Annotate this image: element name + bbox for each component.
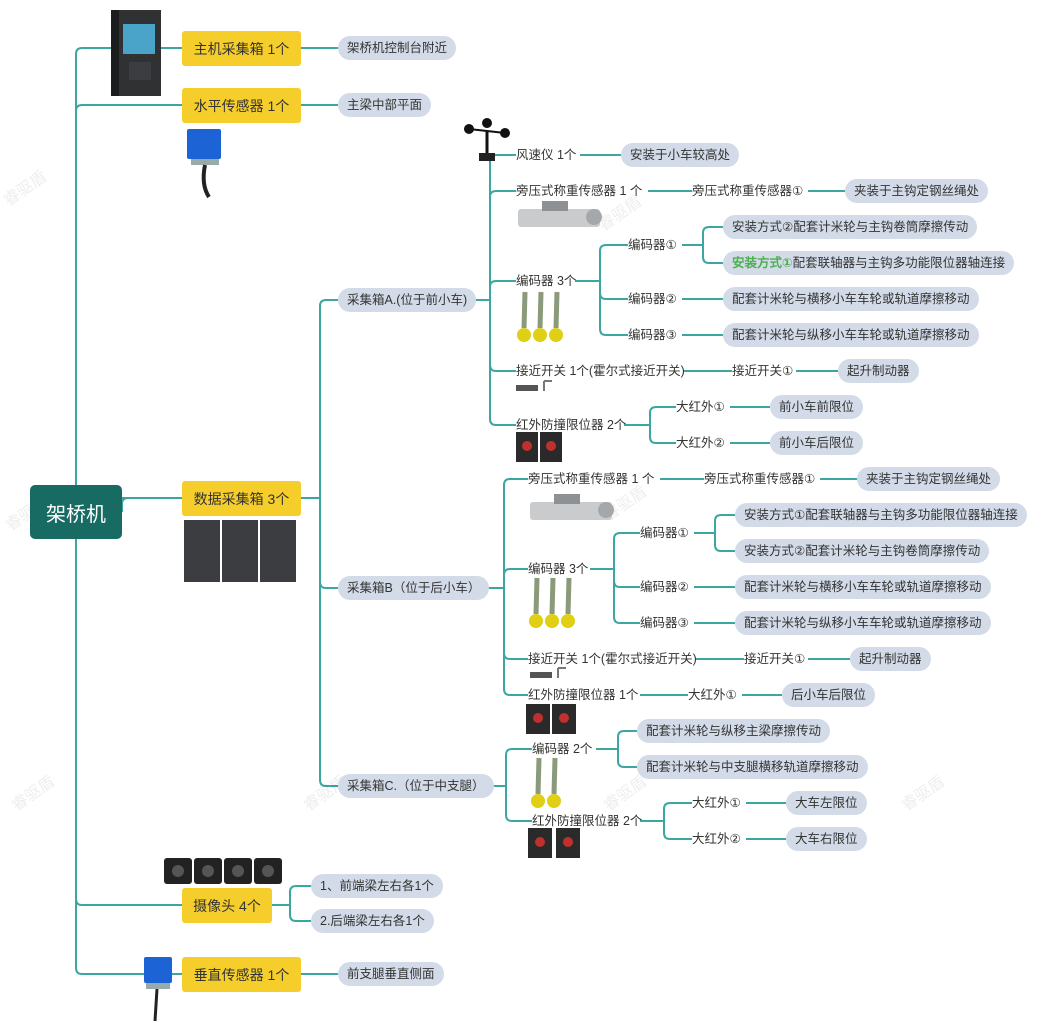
connector bbox=[640, 802, 692, 840]
encoder-2-note: 配套计米轮与横移小车车轮或轨道摩擦移动 bbox=[723, 287, 979, 311]
weigh-sensor-note: 夹装于主钩定钢丝绳处 bbox=[845, 179, 989, 203]
camera-box: 摄像头 4个 bbox=[182, 888, 272, 923]
encoder-1-option-2: 安装方式②配套计米轮与主钩卷筒摩擦传动 bbox=[735, 539, 990, 563]
encoder-group-label: 编码器 2个 bbox=[532, 742, 593, 756]
proximity-switch-sub: 接近开关① bbox=[744, 652, 806, 666]
infrared-limiter-image bbox=[516, 432, 562, 462]
vertical-sensor-image bbox=[144, 957, 172, 1022]
weigh-sensor-image bbox=[530, 494, 614, 520]
encoder-3-note: 配套计米轮与纵移小车车轮或轨道摩擦移动 bbox=[723, 323, 979, 347]
option-text: 配套联轴器与主钩多功能限位器轴连接 bbox=[792, 256, 1006, 270]
connector bbox=[624, 406, 676, 444]
infrared-1-note: 大车左限位 bbox=[786, 791, 867, 815]
connector bbox=[590, 532, 640, 624]
encoder-2-label: 编码器② bbox=[640, 580, 689, 594]
encoder-1-label: 编码器① bbox=[640, 526, 689, 540]
encoder-3-label: 编码器③ bbox=[628, 328, 677, 342]
infrared-limiter-label: 红外防撞限位器 2个 bbox=[516, 418, 627, 432]
weigh-sensor-image bbox=[518, 201, 602, 227]
infrared-1-label: 大红外① bbox=[692, 796, 741, 810]
weigh-sensor-label: 旁压式称重传感器 1 个 bbox=[528, 472, 655, 486]
highlight-text: 安装方式① bbox=[732, 256, 793, 270]
weigh-sensor-sub: 旁压式称重传感器① bbox=[704, 472, 816, 486]
anemometer-image bbox=[464, 118, 510, 161]
infrared-limiter-image bbox=[526, 704, 576, 734]
infrared-2-label: 大红外② bbox=[692, 832, 741, 846]
encoder-group-label: 编码器 3个 bbox=[528, 562, 589, 576]
weigh-sensor-sub: 旁压式称重传感器① bbox=[692, 184, 804, 198]
collector-a: 采集箱A.(位于前小车) bbox=[338, 288, 477, 312]
proximity-switch-note: 起升制动器 bbox=[838, 359, 919, 383]
infrared-2-label: 大红外② bbox=[676, 436, 725, 450]
connector bbox=[575, 244, 628, 336]
connector bbox=[301, 299, 338, 787]
infrared-1-note: 后小车后限位 bbox=[782, 683, 876, 707]
infrared-limiter-label: 红外防撞限位器 1个 bbox=[528, 688, 639, 702]
vertical-sensor-note: 前支腿垂直侧面 bbox=[338, 962, 444, 986]
encoder-image bbox=[529, 577, 575, 628]
proximity-switch-image bbox=[516, 380, 552, 391]
control-cabinet-image bbox=[111, 10, 161, 96]
connector bbox=[272, 885, 311, 922]
encoder-1-option-2: 安装方式②配套计米轮与主钩卷筒摩擦传动 bbox=[723, 215, 978, 239]
encoder-2-label: 编码器② bbox=[628, 292, 677, 306]
collector-c: 采集箱C.（位于中支腿） bbox=[338, 774, 494, 798]
camera-note-2: 2.后端梁左右各1个 bbox=[311, 909, 434, 933]
collector-b: 采集箱B（位于后小车） bbox=[338, 576, 490, 600]
encoder-1-label: 编码器① bbox=[628, 238, 677, 252]
vertical-sensor-box: 垂直传感器 1个 bbox=[182, 957, 301, 992]
connector bbox=[484, 478, 528, 696]
infrared-1-label: 大红外① bbox=[676, 400, 725, 414]
infrared-limiter-label: 红外防撞限位器 2个 bbox=[532, 814, 643, 828]
proximity-switch-image bbox=[530, 667, 566, 678]
infrared-2-note: 大车右限位 bbox=[786, 827, 867, 851]
camera-note-1: 1、前端梁左右各1个 bbox=[311, 874, 443, 898]
level-sensor-note: 主梁中部平面 bbox=[338, 93, 432, 117]
infrared-1-note: 前小车前限位 bbox=[770, 395, 864, 419]
connector bbox=[470, 154, 516, 426]
encoder-3-label: 编码器③ bbox=[640, 616, 689, 630]
encoder-1-option-1: 安装方式①配套联轴器与主钩多功能限位器轴连接 bbox=[723, 251, 1015, 275]
proximity-switch-label: 接近开关 1个(霍尔式接近开关) bbox=[528, 652, 697, 666]
infrared-2-note: 前小车后限位 bbox=[770, 431, 864, 455]
encoder-note-1: 配套计米轮与纵移主梁摩擦传动 bbox=[637, 719, 831, 743]
proximity-switch-note: 起升制动器 bbox=[850, 647, 931, 671]
main-collector-box: 主机采集箱 1个 bbox=[182, 31, 301, 66]
encoder-group-label: 编码器 3个 bbox=[516, 274, 577, 288]
anemometer-label: 风速仪 1个 bbox=[516, 148, 577, 162]
anemometer-note: 安装于小车较高处 bbox=[621, 143, 740, 167]
encoder-image bbox=[531, 757, 561, 808]
encoder-2-note: 配套计米轮与横移小车车轮或轨道摩擦移动 bbox=[735, 575, 991, 599]
connector bbox=[121, 497, 182, 512]
infrared-limiter-image bbox=[528, 828, 580, 858]
root-node: 架桥机 bbox=[30, 485, 122, 539]
weigh-sensor-note: 夹装于主钩定钢丝绳处 bbox=[857, 467, 1001, 491]
encoder-note-2: 配套计米轮与中支腿横移轨道摩擦移动 bbox=[637, 755, 868, 779]
infrared-1-label: 大红外① bbox=[688, 688, 737, 702]
level-sensor-box: 水平传感器 1个 bbox=[182, 88, 301, 123]
data-box-image bbox=[184, 520, 296, 582]
main-collector-note: 架桥机控制台附近 bbox=[338, 36, 457, 60]
level-sensor-image bbox=[187, 129, 221, 199]
connector bbox=[484, 748, 532, 822]
encoder-3-note: 配套计米轮与纵移小车车轮或轨道摩擦移动 bbox=[735, 611, 991, 635]
proximity-switch-sub: 接近开关① bbox=[732, 364, 794, 378]
connector bbox=[694, 514, 735, 552]
connector bbox=[682, 226, 723, 264]
camera-image bbox=[164, 858, 282, 884]
encoder-image bbox=[517, 291, 563, 342]
data-collector-box: 数据采集箱 3个 bbox=[182, 481, 301, 516]
proximity-switch-label: 接近开关 1个(霍尔式接近开关) bbox=[516, 364, 685, 378]
connector bbox=[596, 730, 637, 768]
encoder-1-option-1: 安装方式①配套联轴器与主钩多功能限位器轴连接 bbox=[735, 503, 1027, 527]
weigh-sensor-label: 旁压式称重传感器 1 个 bbox=[516, 184, 643, 198]
